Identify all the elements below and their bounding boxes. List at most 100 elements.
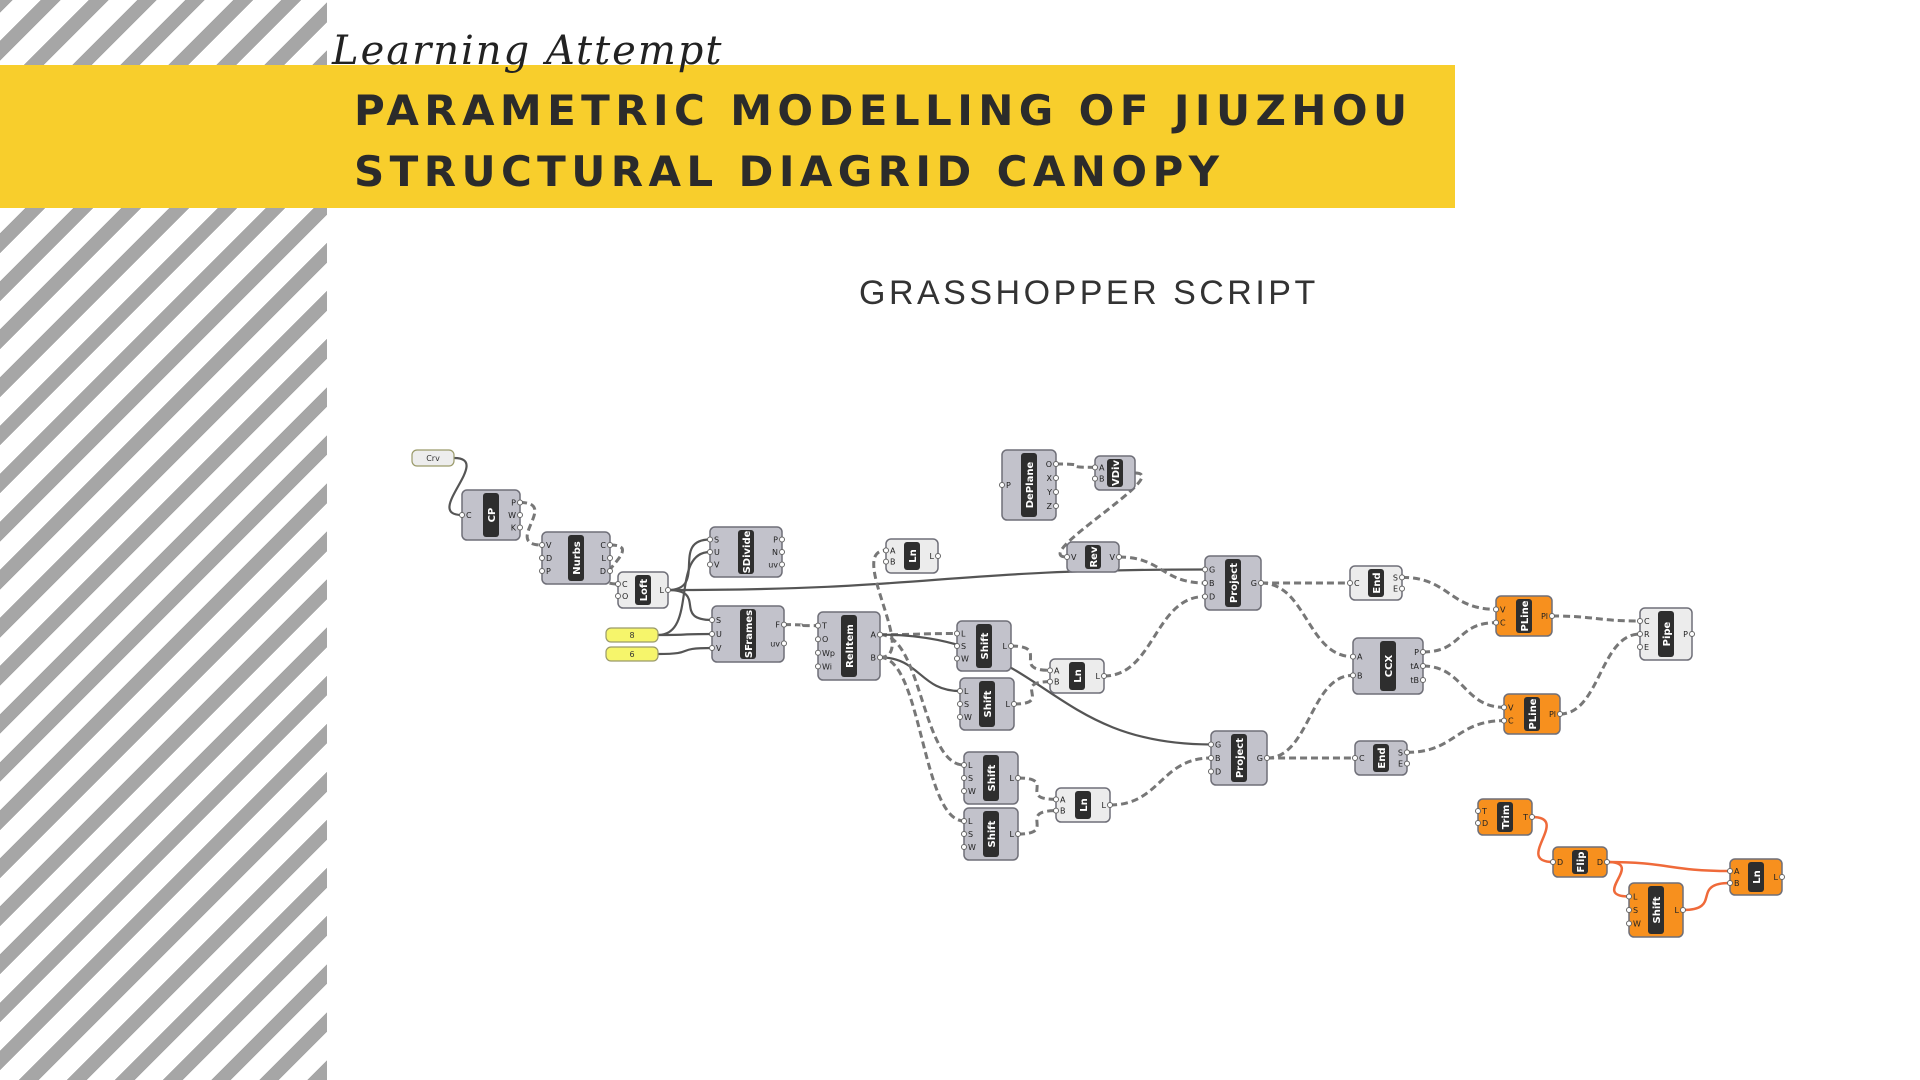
output-port[interactable]	[1107, 802, 1113, 808]
output-port[interactable]	[779, 536, 785, 543]
input-port[interactable]	[815, 622, 821, 629]
input-port[interactable]	[1053, 807, 1059, 814]
output-port[interactable]	[779, 549, 785, 555]
input-port[interactable]	[1202, 593, 1208, 600]
output-port[interactable]	[665, 587, 671, 593]
node-num8[interactable]: 8	[605, 627, 659, 643]
input-port[interactable]	[1208, 755, 1214, 761]
input-port[interactable]	[1637, 644, 1643, 650]
input-port[interactable]	[1501, 704, 1507, 711]
input-port[interactable]	[954, 630, 960, 637]
output-port[interactable]	[517, 512, 523, 518]
output-port[interactable]	[1549, 613, 1555, 619]
output-port[interactable]	[1557, 711, 1563, 717]
output-port[interactable]	[1053, 475, 1059, 481]
input-port[interactable]	[1208, 741, 1214, 748]
output-port[interactable]	[1116, 554, 1122, 560]
output-port[interactable]	[1015, 831, 1021, 837]
output-port[interactable]	[1399, 574, 1405, 581]
output-port[interactable]	[1053, 503, 1059, 509]
output-port[interactable]	[1420, 663, 1426, 669]
output-port[interactable]	[1008, 643, 1014, 649]
input-port[interactable]	[1493, 619, 1499, 626]
output-port[interactable]	[1101, 673, 1107, 679]
input-port[interactable]	[1092, 475, 1098, 482]
input-port[interactable]	[615, 593, 621, 599]
output-port[interactable]	[1258, 580, 1264, 586]
input-port[interactable]	[1047, 678, 1053, 685]
input-port[interactable]	[1347, 580, 1353, 586]
input-port[interactable]	[1350, 653, 1356, 660]
output-port[interactable]	[1420, 677, 1426, 683]
input-port[interactable]	[707, 561, 713, 568]
output-port[interactable]	[1680, 907, 1686, 913]
output-port[interactable]	[607, 568, 613, 574]
input-port[interactable]	[961, 844, 967, 850]
output-port[interactable]	[779, 561, 785, 568]
node-crv[interactable]: Crv	[411, 449, 455, 467]
input-port[interactable]	[615, 581, 621, 587]
input-port[interactable]	[883, 547, 889, 554]
output-port[interactable]	[607, 555, 613, 561]
input-port[interactable]	[1475, 820, 1481, 826]
input-port[interactable]	[709, 631, 715, 637]
input-port[interactable]	[709, 645, 715, 651]
input-port[interactable]	[961, 775, 967, 781]
input-port[interactable]	[1350, 672, 1356, 679]
output-port[interactable]	[781, 640, 787, 647]
input-port[interactable]	[1727, 880, 1733, 886]
input-port[interactable]	[709, 617, 715, 623]
input-port[interactable]	[1626, 907, 1632, 913]
output-port[interactable]	[517, 499, 523, 506]
input-port[interactable]	[1202, 566, 1208, 573]
input-port[interactable]	[957, 688, 963, 694]
input-port[interactable]	[815, 649, 821, 656]
input-port[interactable]	[815, 636, 821, 643]
input-port[interactable]	[961, 831, 967, 837]
input-port[interactable]	[999, 482, 1005, 488]
input-port[interactable]	[961, 788, 967, 794]
output-port[interactable]	[1264, 755, 1270, 761]
input-port[interactable]	[957, 701, 963, 707]
input-port[interactable]	[539, 555, 545, 561]
output-port[interactable]	[1404, 760, 1410, 767]
output-port[interactable]	[607, 542, 613, 548]
input-port[interactable]	[1208, 768, 1214, 775]
output-port[interactable]	[1053, 489, 1059, 495]
output-port[interactable]	[1404, 749, 1410, 756]
input-port[interactable]	[1493, 606, 1499, 613]
input-port[interactable]	[1626, 893, 1632, 900]
input-port[interactable]	[707, 549, 713, 555]
input-port[interactable]	[1637, 618, 1643, 624]
output-port[interactable]	[1053, 461, 1059, 467]
input-port[interactable]	[1550, 859, 1556, 865]
output-port[interactable]	[877, 654, 883, 661]
input-port[interactable]	[954, 655, 960, 662]
input-port[interactable]	[815, 663, 821, 670]
node-num6[interactable]: 6	[605, 646, 659, 662]
output-port[interactable]	[1420, 649, 1426, 655]
input-port[interactable]	[954, 643, 960, 649]
